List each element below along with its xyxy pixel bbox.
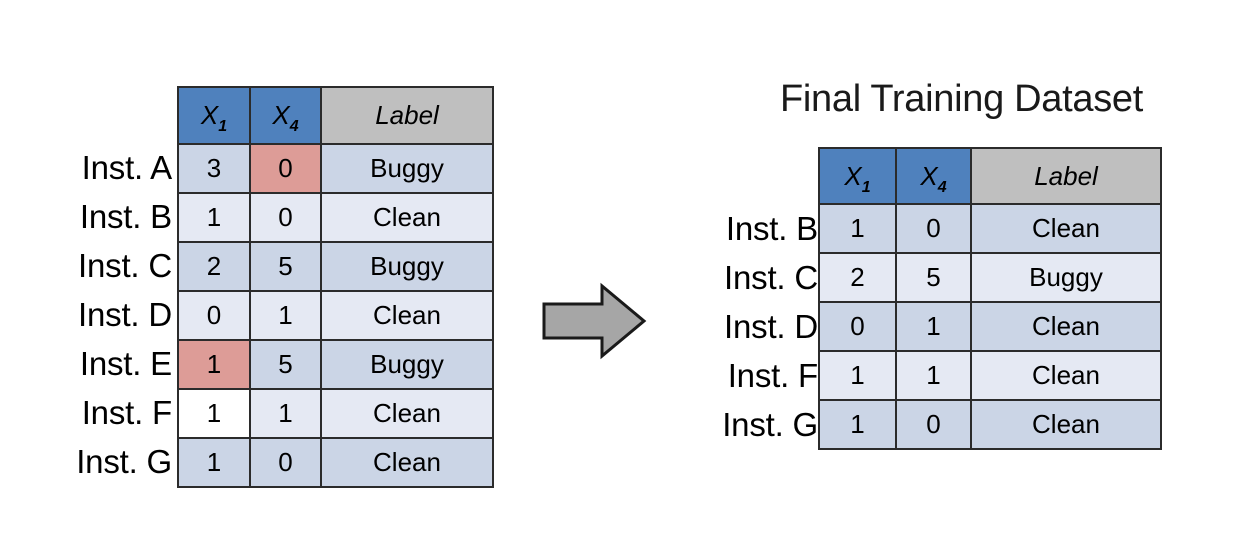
cell-label: Clean (970, 203, 1162, 254)
cell-x4: 1 (895, 301, 972, 352)
cell-x1: 1 (177, 192, 251, 243)
row-label-inst-c: Inst. C (78, 247, 172, 284)
cell-x1: 1 (818, 350, 897, 401)
right-table-row-labels: Inst. B Inst. C Inst. D Inst. F Inst. G (670, 204, 818, 449)
row-label-inst-a: Inst. A (81, 149, 173, 186)
column-header-x1: X1 (818, 147, 897, 205)
column-header-label: Label (970, 147, 1162, 205)
row-label-inst-d: Inst. D (78, 296, 172, 333)
cell-x4: 5 (895, 252, 972, 303)
cell-x1: 1 (177, 437, 251, 488)
column-header-label: Label (320, 86, 494, 145)
column-header-x4-name: X (272, 100, 290, 130)
cell-x1: 0 (818, 301, 897, 352)
column-header-x1-name: X (200, 100, 219, 130)
cell-x4: 1 (249, 388, 322, 439)
cell-label: Buggy (320, 143, 494, 194)
cell-x4: 1 (249, 290, 322, 341)
cell-x1: 0 (177, 290, 251, 341)
cell-label: Clean (970, 301, 1162, 352)
row-label-inst-b: Inst. B (725, 210, 818, 247)
column-header-x4: X4 (895, 147, 972, 205)
row-label-inst-g: Inst. G (76, 443, 172, 480)
cell-x1: 3 (177, 143, 251, 194)
left-table-row-labels: Inst. A Inst. B Inst. C Inst. D Inst. E Inst.… (20, 143, 172, 486)
column-header-x4-subscript: 4 (289, 118, 299, 135)
cell-x4: 0 (249, 143, 322, 194)
cell-x4: 0 (895, 399, 972, 450)
cell-label: Clean (970, 350, 1162, 401)
row-label-inst-g: Inst. G (722, 406, 818, 443)
cell-x1: 1 (177, 339, 251, 390)
cell-x4: 1 (895, 350, 972, 401)
cell-x4: 5 (249, 241, 322, 292)
cell-x1: 2 (818, 252, 897, 303)
column-header-x4: X4 (249, 86, 322, 145)
row-label-inst-f: Inst. F (727, 357, 818, 394)
row-label-inst-b: Inst. B (79, 198, 172, 235)
column-header-x4-name: X (920, 160, 938, 191)
cell-x4: 0 (249, 192, 322, 243)
cell-x1: 1 (818, 203, 897, 254)
column-header-x4-subscript: 4 (937, 178, 947, 196)
cell-label: Clean (970, 399, 1162, 450)
cell-x4: 0 (895, 203, 972, 254)
right-block-arrow-icon (540, 282, 648, 360)
cell-label: Clean (320, 192, 494, 243)
column-header-x1-subscript: 1 (218, 118, 228, 135)
cell-x1: 1 (818, 399, 897, 450)
cell-x4: 5 (249, 339, 322, 390)
column-header-x1-name: X (844, 160, 862, 191)
cell-label: Clean (320, 437, 494, 488)
row-label-inst-e: Inst. E (79, 345, 172, 382)
column-header-x1: X1 (177, 86, 251, 145)
row-label-inst-f: Inst. F (81, 394, 172, 431)
cell-x4: 0 (249, 437, 322, 488)
cell-label: Buggy (320, 241, 494, 292)
cell-label: Buggy (320, 339, 494, 390)
cell-label: Clean (320, 388, 494, 439)
table-header-row: X1 X4 Label (177, 86, 494, 145)
cell-x1: 2 (177, 241, 251, 292)
final-dataset-title: Final Training Dataset (780, 78, 1144, 120)
original-dataset-figure: Inst. A Inst. B Inst. C Inst. D Inst. E Inst.… (0, 0, 500, 554)
cell-label: Buggy (970, 252, 1162, 303)
cell-label: Clean (320, 290, 494, 341)
cell-x1: 1 (177, 388, 251, 439)
column-header-x1-subscript: 1 (861, 178, 871, 196)
table-header-row: X1 X4 Label (818, 147, 1162, 205)
row-label-inst-c: Inst. C (724, 259, 818, 296)
row-label-inst-d: Inst. D (724, 308, 818, 345)
